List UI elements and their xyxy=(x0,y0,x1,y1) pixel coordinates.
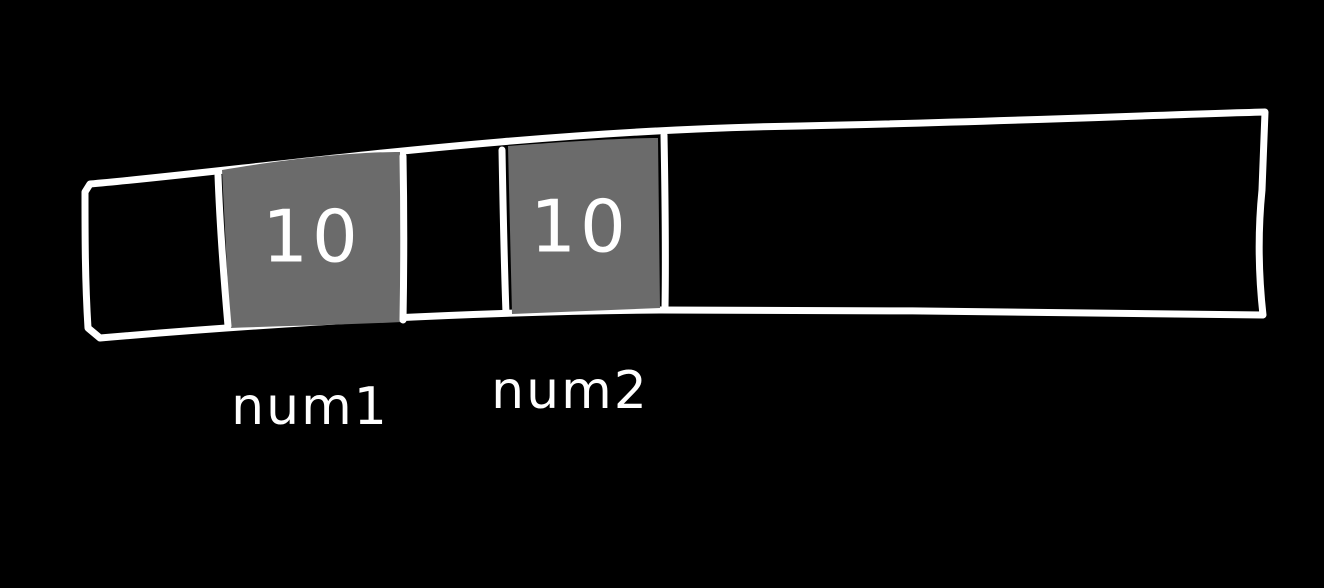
divider-1 xyxy=(214,171,232,330)
cell-num2-fill xyxy=(508,138,660,314)
cell-num1-value: 10 xyxy=(262,195,362,279)
memory-strip-outline xyxy=(81,108,1269,342)
divider-2 xyxy=(399,152,408,324)
divider-3 xyxy=(498,146,510,317)
cell-num1-label: num1 xyxy=(231,377,389,437)
divider-4 xyxy=(660,131,669,312)
cell-num2-value: 10 xyxy=(530,185,630,269)
cell-num2-label: num2 xyxy=(491,361,649,421)
cell-num1-fill xyxy=(222,152,402,328)
